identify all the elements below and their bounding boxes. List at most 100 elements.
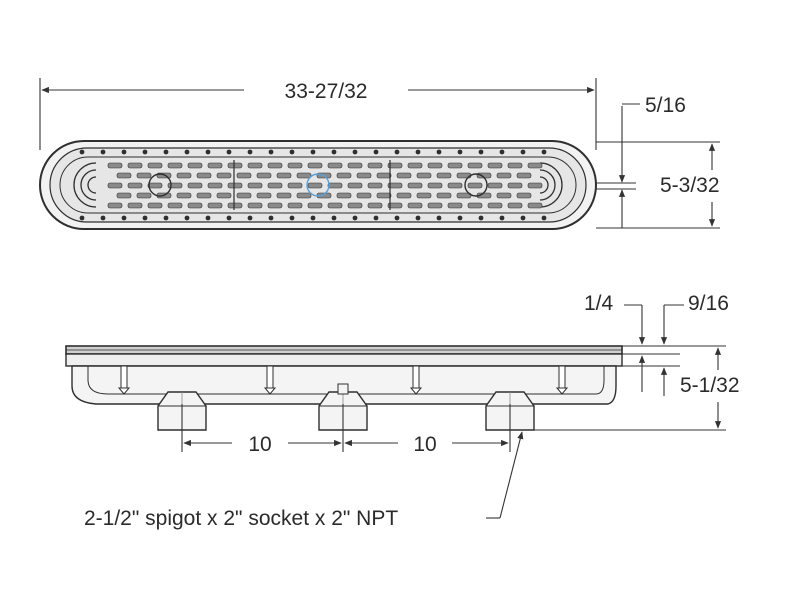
bolt-hole xyxy=(394,149,400,155)
grate-slot xyxy=(447,162,463,169)
side-view: 10 10 1/4 9/16 5-1/32 2-1/2" spigot x 2"… xyxy=(65,292,740,530)
grate-slot xyxy=(107,182,123,189)
width-label: 5-3/32 xyxy=(660,174,720,197)
bolt-hole xyxy=(415,149,421,155)
grate-slot xyxy=(307,162,323,169)
bolt-hole xyxy=(520,215,526,221)
grate-slot xyxy=(336,192,352,199)
bolt-hole xyxy=(499,215,505,221)
grate-slot xyxy=(107,162,123,169)
bolt-hole xyxy=(268,149,274,155)
grate-slot xyxy=(347,162,363,169)
flange-height-label: 9/16 xyxy=(688,292,729,315)
bolt-hole xyxy=(352,215,358,221)
grate-slot xyxy=(347,182,363,189)
grate-slot xyxy=(136,172,152,179)
bolt-hole xyxy=(289,149,295,155)
grate-slot xyxy=(507,202,523,209)
grate-slot xyxy=(407,162,423,169)
bolt-hole xyxy=(373,149,379,155)
grate-slot xyxy=(116,172,132,179)
grate-slot xyxy=(216,192,232,199)
grate-slot xyxy=(527,162,543,169)
grate-slot xyxy=(127,202,143,209)
bolt-hole xyxy=(79,215,85,221)
grate-slot xyxy=(247,182,263,189)
bolt-hole xyxy=(289,215,295,221)
spacing-left-label: 10 xyxy=(248,433,271,456)
overall-length-label: 33-27/32 xyxy=(285,80,368,103)
side-bolt-tip xyxy=(117,387,131,395)
bolt-hole xyxy=(247,149,253,155)
grate-slot xyxy=(347,202,363,209)
bolt-hole xyxy=(205,149,211,155)
bolt-hole xyxy=(541,149,547,155)
bolt-hole xyxy=(226,149,232,155)
grate-slot xyxy=(256,172,272,179)
grate-slot xyxy=(436,172,452,179)
grate-slot xyxy=(236,172,252,179)
bolt-hole xyxy=(436,149,442,155)
grate-slot xyxy=(207,162,223,169)
grate-slot xyxy=(227,182,243,189)
grate-slot xyxy=(196,192,212,199)
grate-slot xyxy=(496,172,512,179)
grate-slot xyxy=(356,192,372,199)
grate-slot xyxy=(107,202,123,209)
grate-slot xyxy=(427,182,443,189)
bolt-hole xyxy=(478,215,484,221)
grate-slot xyxy=(247,202,263,209)
grate-slot xyxy=(407,182,423,189)
bolt-hole xyxy=(184,215,190,221)
sump-circle-right xyxy=(464,173,488,197)
grate-slot xyxy=(427,202,443,209)
grate-slot xyxy=(167,202,183,209)
side-bolts xyxy=(117,365,569,395)
vent-stub xyxy=(337,383,349,395)
grate-slot xyxy=(487,162,503,169)
bolt-hole xyxy=(79,149,85,155)
grate-slot xyxy=(327,202,343,209)
right-end-rings xyxy=(539,162,563,208)
side-bolt xyxy=(266,365,274,389)
side-bolt xyxy=(558,365,566,389)
grate-slot xyxy=(236,192,252,199)
grate-slot xyxy=(276,172,292,179)
bolt-hole xyxy=(100,215,106,221)
bolt-hole xyxy=(100,149,106,155)
grate-slot xyxy=(496,192,512,199)
bolt-hole xyxy=(163,215,169,221)
sump-circle-center xyxy=(306,173,330,197)
connection-callout: 2-1/2" spigot x 2" socket x 2" NPT xyxy=(84,507,398,530)
grate-slot xyxy=(467,202,483,209)
grate-slot xyxy=(307,202,323,209)
bolt-hole xyxy=(310,149,316,155)
grate-slot xyxy=(367,162,383,169)
lip-thickness-label: 1/4 xyxy=(584,292,614,315)
bolt-hole xyxy=(268,215,274,221)
grate-slot xyxy=(436,192,452,199)
grate-slot xyxy=(187,182,203,189)
bolt-hole xyxy=(142,149,148,155)
bolt-hole xyxy=(331,215,337,221)
grate-slot xyxy=(256,192,272,199)
bolt-hole xyxy=(142,215,148,221)
grate-slot xyxy=(507,182,523,189)
bolt-hole xyxy=(163,149,169,155)
grate-slot xyxy=(216,172,232,179)
grate-slot xyxy=(396,192,412,199)
callout-leader-diag xyxy=(499,431,524,519)
grate-slot xyxy=(367,202,383,209)
grate-slot xyxy=(267,162,283,169)
grate-slot xyxy=(187,162,203,169)
grate-slot xyxy=(176,192,192,199)
grate-slot xyxy=(407,202,423,209)
grate-slot xyxy=(396,172,412,179)
flange xyxy=(65,353,623,367)
grate-slot xyxy=(467,182,483,189)
grate-slot xyxy=(527,202,543,209)
bolt-hole xyxy=(499,149,505,155)
grate-slot xyxy=(376,192,392,199)
grate-slot xyxy=(167,162,183,169)
